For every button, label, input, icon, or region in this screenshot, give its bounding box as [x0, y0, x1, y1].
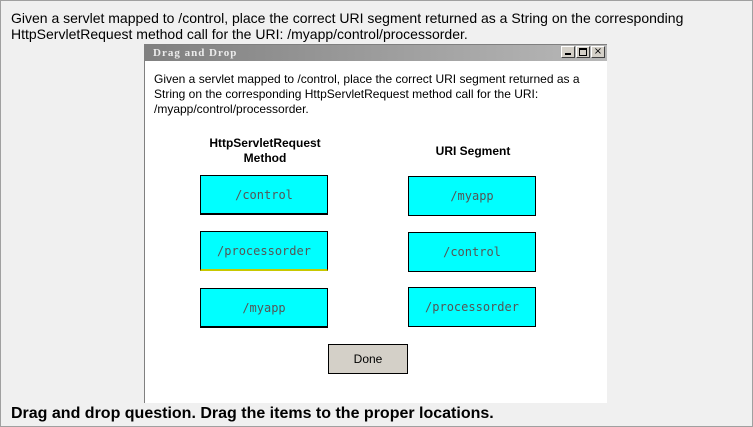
method-drop-target[interactable]: /control [200, 175, 328, 215]
maximize-icon [579, 48, 587, 56]
uri-segment-drag-item[interactable]: /myapp [408, 176, 536, 216]
window-titlebar[interactable]: Drag and Drop × [145, 45, 607, 61]
window-controls: × [560, 46, 605, 60]
done-button[interactable]: Done [328, 344, 408, 374]
uri-segment-drag-item[interactable]: /control [408, 232, 536, 272]
method-drop-target[interactable]: /myapp [200, 288, 328, 328]
window-title: Drag and Drop [153, 47, 238, 59]
footer-instructions: Drag and drop question. Drag the items t… [11, 405, 494, 422]
segment-column-header: URI Segment [435, 144, 511, 158]
method-column-header: HttpServletRequest Method [209, 136, 321, 165]
method-drop-target[interactable]: /processorder [200, 231, 328, 271]
uri-segment-drag-item[interactable]: /processorder [408, 287, 536, 327]
instructions-text: Given a servlet mapped to /control, plac… [154, 72, 580, 116]
drag-drop-window: Drag and Drop × Given a servlet mapped t… [144, 44, 607, 403]
minimize-icon [565, 53, 571, 55]
close-button[interactable]: × [591, 46, 605, 58]
question-text: Given a servlet mapped to /control, plac… [11, 10, 684, 42]
minimize-button[interactable] [561, 46, 575, 58]
close-icon: × [593, 46, 603, 57]
maximize-button[interactable] [576, 46, 590, 58]
